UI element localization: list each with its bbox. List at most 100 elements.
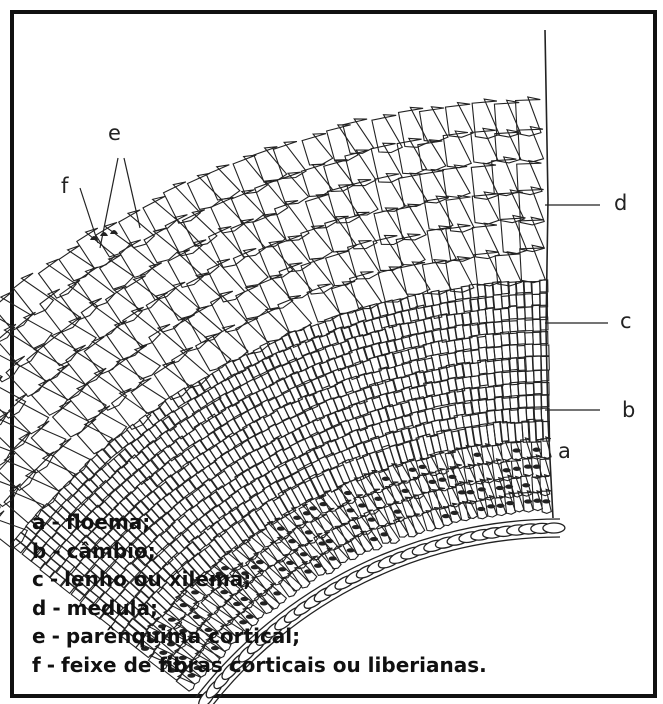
- label-a: a: [558, 441, 571, 462]
- cell-nucleus: [345, 491, 352, 494]
- plant-cell: [306, 340, 318, 354]
- plant-cell: [363, 334, 374, 347]
- plant-cell: [172, 347, 210, 388]
- cell-nucleus: [458, 491, 465, 494]
- plant-cell: [140, 263, 176, 300]
- plant-cell: [271, 438, 284, 452]
- cell-nucleus: [439, 478, 446, 481]
- plant-cell: [255, 361, 267, 375]
- plant-cell: [378, 408, 389, 422]
- plant-cell: [87, 368, 127, 410]
- cell-nucleus: [409, 468, 416, 471]
- plant-cell: [427, 226, 456, 264]
- plant-cell: [275, 201, 309, 241]
- cell-nucleus: [359, 504, 366, 507]
- cell-nucleus: [467, 491, 474, 494]
- plant-cell: [100, 255, 134, 289]
- plant-cell: [541, 345, 549, 356]
- plant-cell: [256, 308, 289, 342]
- fiber-mark: [100, 232, 108, 236]
- plant-cell: [424, 196, 453, 230]
- plant-cell: [347, 180, 378, 215]
- plant-cell: [327, 332, 338, 346]
- plant-cell: [320, 415, 333, 431]
- plant-cell: [364, 387, 375, 400]
- plant-cell: [243, 424, 256, 439]
- plant-cell: [518, 396, 527, 409]
- legend-item-a: a-floema;: [32, 508, 632, 537]
- plant-cell: [345, 150, 376, 186]
- plant-cell: [455, 402, 465, 415]
- plant-cell: [290, 372, 302, 387]
- plant-cell: [533, 344, 541, 356]
- plant-cell: [493, 294, 502, 309]
- cell-nucleus: [543, 500, 550, 503]
- plant-cell: [292, 428, 304, 442]
- cell-nucleus: [533, 448, 540, 451]
- plant-cell: [39, 259, 77, 298]
- plant-cell: [261, 373, 274, 388]
- cell-nucleus: [496, 486, 503, 489]
- cell-nucleus: [513, 467, 520, 470]
- plant-cell: [518, 127, 543, 162]
- plant-cell: [96, 222, 130, 257]
- plant-cell: [144, 228, 178, 263]
- plant-cell: [187, 273, 221, 309]
- plant-cell: [446, 103, 474, 138]
- label-b: b: [622, 400, 635, 421]
- right-edge-line: [545, 30, 553, 518]
- plant-cell: [0, 393, 7, 431]
- plant-cell: [322, 469, 338, 492]
- plant-cell: [60, 280, 98, 320]
- plant-cell: [123, 307, 161, 347]
- plant-cell: [44, 331, 79, 366]
- legend-item-f: f-feixe de fibras corticais ou liberiana…: [32, 651, 632, 680]
- cell-nucleus: [474, 453, 481, 456]
- plant-cell: [291, 401, 303, 415]
- plant-cell: [526, 371, 534, 383]
- plant-cell: [304, 477, 320, 499]
- cell-nucleus: [382, 477, 389, 480]
- plant-cell: [249, 392, 262, 407]
- cell-nucleus: [523, 484, 530, 487]
- cell-nucleus: [497, 504, 504, 507]
- label-f: f: [61, 176, 68, 197]
- cell-nucleus: [375, 497, 382, 500]
- cell-nucleus: [533, 465, 540, 468]
- legend-item-d: d-medula;: [32, 594, 632, 623]
- plant-cell: [233, 155, 267, 194]
- plant-cell: [297, 413, 309, 427]
- label-e: e: [108, 123, 121, 144]
- plant-cell: [13, 432, 54, 473]
- plant-cell: [541, 356, 549, 370]
- plant-cell: [462, 388, 472, 402]
- plant-cell: [348, 241, 380, 279]
- plant-cell: [53, 401, 89, 437]
- plant-cell: [32, 379, 68, 415]
- plant-cell: [471, 376, 480, 388]
- plant-cell: [326, 251, 358, 286]
- legend: a-floema; b-câmbio; c-lenho ou xilema; d…: [32, 508, 632, 679]
- plant-cell: [242, 368, 255, 382]
- plant-cell: [231, 190, 264, 224]
- plant-cell: [495, 252, 521, 286]
- plant-cell: [236, 400, 249, 415]
- plant-cell: [278, 464, 291, 478]
- sector-outline: [545, 30, 553, 518]
- plant-cell: [399, 173, 428, 206]
- plant-cell: [27, 344, 65, 382]
- plant-cell: [327, 125, 358, 161]
- plant-cell: [165, 215, 202, 256]
- plant-cell: [396, 234, 425, 265]
- plant-cell: [520, 245, 545, 283]
- plant-cell: [143, 196, 177, 231]
- plant-cell: [298, 482, 312, 501]
- plant-cell: [333, 343, 344, 357]
- plant-cell: [282, 362, 294, 376]
- plant-cell: [518, 407, 527, 422]
- plant-cell: [301, 226, 333, 260]
- plant-cell: [532, 282, 540, 295]
- plant-cell: [343, 119, 374, 153]
- plant-cell: [401, 262, 430, 295]
- legend-item-b: b-câmbio;: [32, 537, 632, 566]
